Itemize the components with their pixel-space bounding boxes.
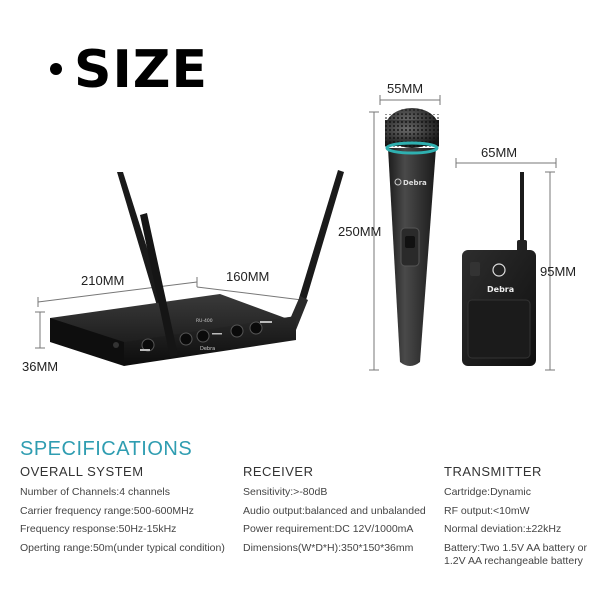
overall-system-column: OVERALL SYSTEM Number of Channels:4 chan… <box>20 464 225 560</box>
bodypack-width-label: 65MM <box>481 145 518 160</box>
receiver-width-label: 210MM <box>81 273 125 288</box>
spec-line: Audio output:balanced and unbalanded <box>243 504 426 517</box>
specifications-heading: SPECIFICATIONS <box>20 438 193 460</box>
bullet-dot <box>50 63 62 75</box>
spec-line: Normal deviation:±22kHz <box>444 523 562 535</box>
mic-brand-label: Debra <box>403 179 427 187</box>
spec-line: Sensitivity:>-80dB <box>243 486 328 498</box>
spec-line: Power requirement:DC 12V/1000mA <box>243 523 414 535</box>
spec-line: Operting range:50m(under typical conditi… <box>20 541 225 554</box>
bodypack-transmitter: Debra <box>462 172 536 366</box>
spec-line: Carrier frequency range:500-600MHz <box>20 504 194 517</box>
receiver-dimension-lines <box>35 277 303 349</box>
receiver-column: RECEIVER Sensitivity:>-80dB Audio output… <box>243 464 426 560</box>
receiver-brand-label: Debra <box>200 346 215 352</box>
overall-system-title: OVERALL SYSTEM <box>20 464 144 479</box>
bodypack-brand-label: Debra <box>487 285 514 294</box>
title-text: SIZE <box>74 40 209 100</box>
receiver-unit: Debra RU-400 <box>50 294 296 366</box>
spec-line: 1.2V AA rechangeable battery <box>444 554 583 567</box>
spec-line: Cartridge:Dynamic <box>444 486 531 498</box>
receiver-model-label: RU-400 <box>196 318 213 324</box>
mic-dimension-lines <box>369 95 441 371</box>
transmitter-column: TRANSMITTER Cartridge:Dynamic RF output:… <box>444 464 587 573</box>
spec-line: Frequency response:50Hz-15kHz <box>20 523 177 535</box>
spec-line: Number of Channels:4 channels <box>20 486 171 498</box>
receiver-title: RECEIVER <box>243 464 314 479</box>
receiver-height-label: 36MM <box>22 359 59 374</box>
mic-diameter-label: 55MM <box>387 81 424 96</box>
bodypack-dimension-lines <box>455 158 557 371</box>
receiver-front-antenna <box>140 213 178 357</box>
receiver-depth-label: 160MM <box>226 269 270 284</box>
page-title: SIZE <box>50 40 208 100</box>
spec-line: RF output:<10mW <box>444 504 530 517</box>
product-illustration: Debra RU-400 Debra <box>35 95 557 371</box>
transmitter-title: TRANSMITTER <box>444 464 542 479</box>
spec-line: Dimensions(W*D*H):350*150*36mm <box>243 541 414 554</box>
mic-length-label: 250MM <box>338 224 382 239</box>
bodypack-height-label: 95MM <box>540 264 577 279</box>
spec-line: Battery:Two 1.5V AA battery or <box>444 541 587 554</box>
handheld-microphone: Debra <box>385 108 439 366</box>
